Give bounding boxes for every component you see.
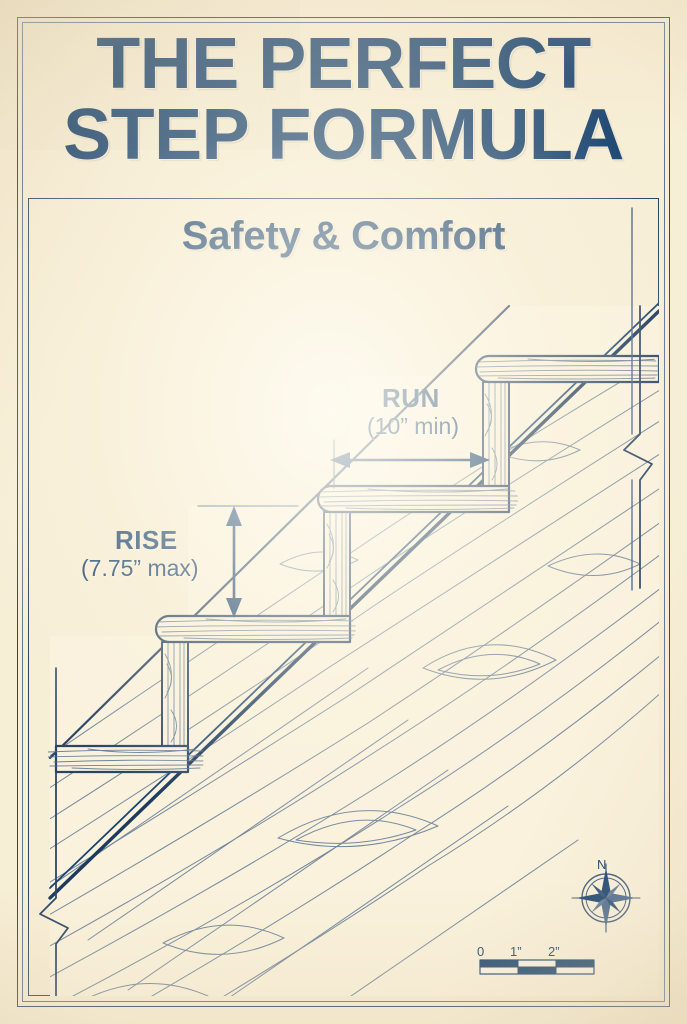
scale-tick-2: 2” [548, 944, 560, 959]
scale-tick-0: 0 [477, 944, 485, 959]
run-dimension-label: RUN [382, 383, 440, 413]
page-title: THE PERFECT STEP FORMULA [28, 24, 659, 176]
rise-dimension-value: (7.75” max) [81, 555, 199, 581]
run-dimension-value: (10” min) [367, 413, 460, 439]
subtitle: Safety & Comfort [181, 214, 506, 258]
title-line-2: STEP FORMULA [63, 95, 624, 176]
compass-north-label: N [597, 857, 607, 872]
title-line-1: THE PERFECT [96, 24, 591, 104]
rise-dimension-label: RISE [115, 525, 178, 555]
scale-tick-1: 1” [510, 944, 522, 959]
stair-section-drawing [28, 198, 659, 996]
